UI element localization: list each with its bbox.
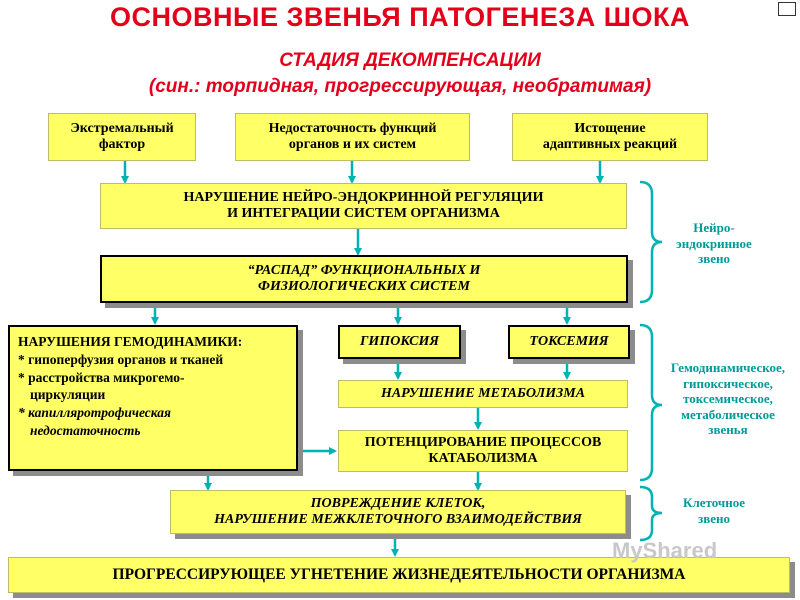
systems-decay-box: “РАСПАД” ФУНКЦИОНАЛЬНЫХ И ФИЗИОЛОГИЧЕСКИ… [100, 255, 628, 303]
corner-icon [778, 2, 796, 16]
hemodynamics-item-1: * гипоперфузия органов и тканей [18, 351, 224, 367]
extreme-factor-line2: фактор [98, 137, 146, 152]
hemodynamics-item-3: * капилляротрофическая [18, 405, 171, 421]
extreme-factor-box: Экстремальный фактор [48, 113, 196, 161]
cellular-link-label: Клеточное звено [664, 495, 764, 526]
catabolism-box: ПОТЕНЦИРОВАНИЕ ПРОЦЕССОВ КАТАБОЛИЗМА [338, 430, 628, 472]
hemodynamics-item-2: * расстройства микрогемо- [18, 369, 185, 385]
hemodynamics-item-3-cont: недостаточность [30, 423, 141, 439]
cell-damage-box: ПОВРЕЖДЕНИЕ КЛЕТОК, НАРУШЕНИЕ МЕЖКЛЕТОЧН… [170, 490, 626, 534]
systems-decay-line2: ФИЗИОЛОГИЧЕСКИХ СИСТЕМ [258, 279, 470, 294]
brace-hemo [639, 323, 663, 482]
hemodynamic-links-label: Гемодинамическое, гипоксическое, токсеми… [662, 360, 794, 438]
hemo-label-4: метаболическое [681, 406, 775, 422]
metabolism-box: НАРУШЕНИЕ МЕТАБОЛИЗМА [338, 380, 628, 408]
metabolism-label: НАРУШЕНИЕ МЕТАБОЛИЗМА [380, 385, 586, 401]
neuro-label-3: звено [697, 251, 730, 267]
synonyms-subtitle: (син.: торпидная, прогрессирующая, необр… [148, 76, 652, 97]
main-title: ОСНОВНЫЕ ЗВЕНЬЯ ПАТОГЕНЕЗА ШОКА [110, 2, 690, 32]
hemo-label-1: Гемодинамическое, [670, 360, 786, 375]
final-outcome-box: ПРОГРЕССИРУЮЩЕЕ УГНЕТЕНИЕ ЖИЗНЕДЕЯТЕЛЬНО… [8, 557, 790, 593]
final-outcome-label: ПРОГРЕССИРУЮЩЕЕ УГНЕТЕНИЕ ЖИЗНЕДЕЯТЕЛЬНО… [112, 566, 686, 584]
systems-decay-line1: “РАСПАД” ФУНКЦИОНАЛЬНЫХ И [247, 262, 481, 278]
organ-insufficiency-line1: Недостаточность функций [268, 120, 437, 136]
toxemia-box: ТОКСЕМИЯ [508, 325, 630, 359]
stage-title: СТАДИЯ ДЕКОМПЕНСАЦИИ [279, 50, 541, 71]
neuroendocrine-box: НАРУШЕНИЕ НЕЙРО-ЭНДОКРИННОЙ РЕГУЛЯЦИИ И … [100, 183, 627, 229]
hypoxia-label: ГИПОКСИЯ [359, 333, 440, 349]
hypoxia-box: ГИПОКСИЯ [338, 325, 461, 359]
neuroendocrine-link-label: Нейро- эндокринное звено [664, 220, 764, 267]
extreme-factor-line1: Экстремальный [70, 120, 174, 136]
catabolism-line1: ПОТЕНЦИРОВАНИЕ ПРОЦЕССОВ [364, 434, 602, 450]
catabolism-line2: КАТАБОЛИЗМА [428, 451, 538, 466]
cell-label-2: звено [697, 510, 730, 526]
neuroendocrine-line1: НАРУШЕНИЕ НЕЙРО-ЭНДОКРИННОЙ РЕГУЛЯЦИИ [183, 189, 544, 205]
adaptive-exhaustion-line1: Истощение [574, 120, 646, 136]
hemodynamics-item-2-cont: циркуляции [30, 387, 106, 403]
hemodynamics-title: НАРУШЕНИЯ ГЕМОДИНАМИКИ: [18, 334, 243, 349]
organ-insufficiency-line2: органов и их систем [288, 137, 417, 152]
adaptive-exhaustion-box: Истощение адаптивных реакций [512, 113, 708, 161]
cell-damage-line1: ПОВРЕЖДЕНИЕ КЛЕТОК, [310, 495, 486, 511]
toxemia-label: ТОКСЕМИЯ [529, 333, 609, 349]
hemodynamics-box: НАРУШЕНИЯ ГЕМОДИНАМИКИ: * гипоперфузия о… [8, 325, 298, 471]
cell-damage-line2: НАРУШЕНИЕ МЕЖКЛЕТОЧНОГО ВЗАИМОДЕЙСТВИЯ [214, 512, 582, 527]
neuroendocrine-line2: И ИНТЕГРАЦИИ СИСТЕМ ОРГАНИЗМА [227, 206, 500, 221]
hemo-label-2: гипоксическое, [683, 375, 773, 391]
cell-label-1: Клеточное [683, 495, 745, 510]
organ-insufficiency-box: Недостаточность функций органов и их сис… [235, 113, 470, 161]
hemo-label-3: токсемическое, [683, 391, 773, 407]
watermark-logo: MyShared [612, 538, 718, 563]
neuro-label-2: эндокринное [676, 235, 752, 251]
brace-neuro [639, 180, 663, 304]
adaptive-exhaustion-line2: адаптивных реакций [542, 137, 678, 152]
brace-cell [639, 485, 663, 542]
hemo-label-5: звенья [708, 422, 748, 438]
neuro-label-1: Нейро- [693, 220, 735, 235]
